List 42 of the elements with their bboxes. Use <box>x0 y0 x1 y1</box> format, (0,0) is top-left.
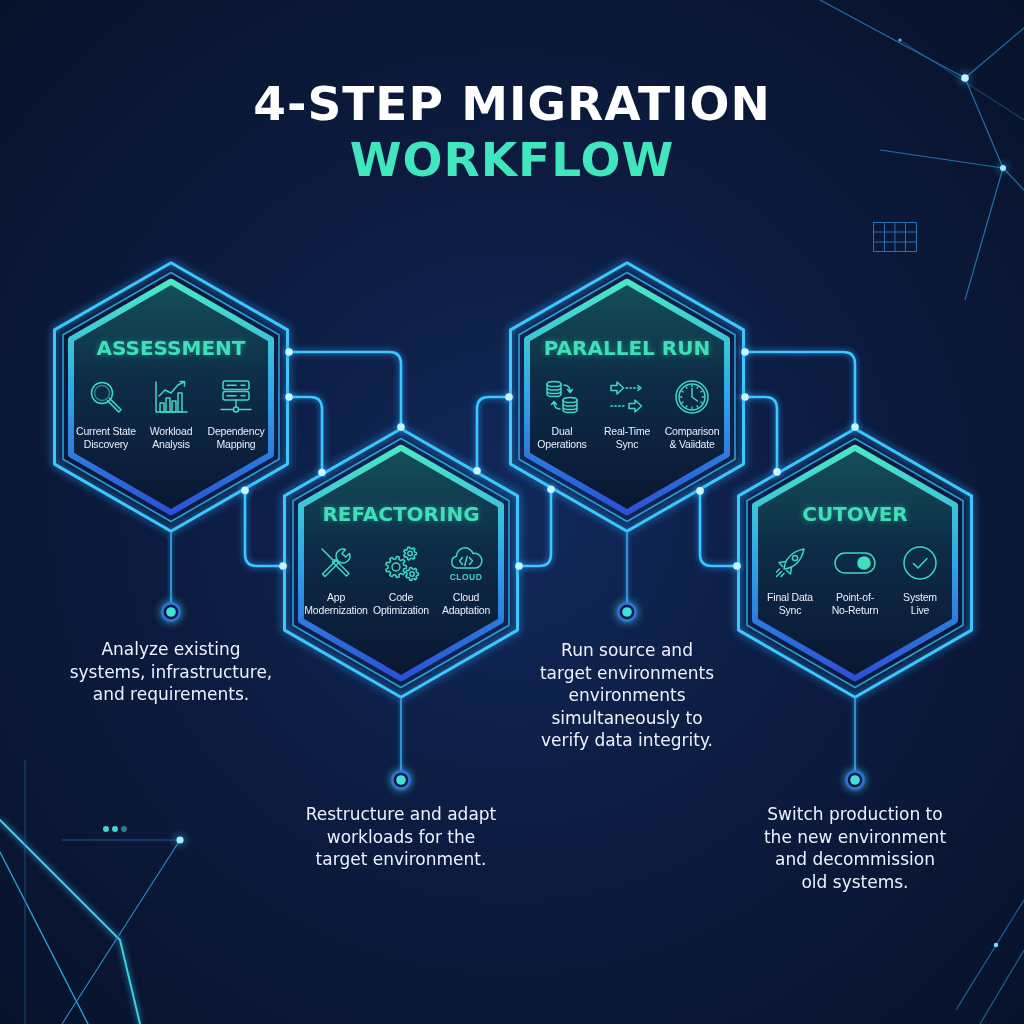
feature-label: App Modernization <box>303 591 369 617</box>
leader-line <box>626 532 628 603</box>
title: 4-STEP MIGRATION WORKFLOW <box>252 76 772 188</box>
step-description: Switch production to the new environment and decommission old systems. <box>763 803 947 893</box>
icon-label: CLOUD <box>449 572 483 582</box>
connector-dot <box>391 770 411 790</box>
step-description: Restructure and adapt workloads for the target environment. <box>305 803 497 871</box>
circuit-trace <box>741 393 781 476</box>
hexagon-panel <box>509 261 745 533</box>
step-title: REFACTORING <box>322 502 480 526</box>
connector-dot <box>617 602 637 622</box>
step-description: Analyze existing systems, infrastructure, and requirements. <box>69 638 273 706</box>
feature-label: Dependency Mapping <box>207 425 265 451</box>
circuit-trace <box>741 348 859 431</box>
hexagon-panel <box>737 427 973 699</box>
feature-label: Comparison & Vaiidate <box>664 425 720 451</box>
feature-label: Cloud Adaptation <box>441 591 491 617</box>
leader-line <box>170 532 172 603</box>
hexagon-panel <box>283 427 519 699</box>
leader-line <box>854 698 856 771</box>
circuit-trace <box>696 487 741 570</box>
step-title: ASSESSMENT <box>96 336 246 360</box>
step-description: Run source and target environments environments simultaneously to verify data integrity. <box>539 639 715 752</box>
step-title: CUTOVER <box>802 502 908 526</box>
leader-line <box>400 698 402 771</box>
feature-label: Code Optimization <box>372 591 430 617</box>
feature-label: Current State Discovery <box>75 425 137 451</box>
circuit-trace <box>285 393 326 477</box>
circuit-trace <box>285 348 405 431</box>
feature-label: Dual Operations <box>536 425 588 451</box>
connector-dot <box>845 770 865 790</box>
hexagon-panel <box>53 261 289 533</box>
feature-label: System Live <box>902 591 938 617</box>
connector-dot <box>161 602 181 622</box>
circuit-trace <box>241 486 287 570</box>
feature-label: Point-of-No-Return <box>831 591 879 617</box>
circuit-trace <box>515 485 555 570</box>
feature-label: Workload Analysis <box>149 425 193 451</box>
feature-label: Final Data Sync <box>766 591 814 617</box>
step-title: PARALLEL RUN <box>543 336 711 360</box>
circuit-trace <box>473 393 513 475</box>
feature-label: Real-Time Sync <box>603 425 651 451</box>
